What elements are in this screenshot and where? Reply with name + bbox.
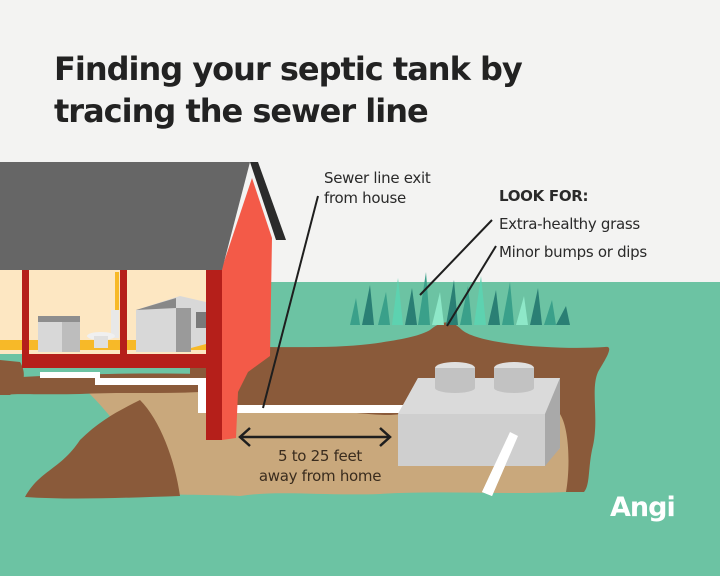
house-roof bbox=[0, 162, 250, 270]
soil-mound-left bbox=[25, 400, 180, 499]
house-frame bbox=[22, 268, 222, 440]
healthy-grass bbox=[350, 272, 570, 325]
distance-line-2: away from home bbox=[258, 467, 382, 485]
sewer-exit-line-2: from house bbox=[324, 189, 406, 207]
soil-left-edge bbox=[0, 360, 24, 395]
sewer-exit-line-1: Sewer line exit bbox=[324, 169, 431, 187]
distance-arrow bbox=[238, 427, 392, 447]
water-heater-appliance bbox=[136, 296, 206, 352]
house-wall bbox=[222, 178, 272, 440]
distance-label: 5 to 25 feet away from home bbox=[240, 446, 400, 486]
title-line-1: Finding your septic tank by bbox=[54, 50, 523, 88]
page-title: Finding your septic tank by tracing the … bbox=[54, 48, 614, 132]
angi-logo: Angi bbox=[610, 492, 676, 523]
washer-appliance bbox=[38, 316, 80, 352]
toilet-fixture bbox=[87, 272, 119, 348]
floor-yellow bbox=[0, 340, 222, 350]
title-line-2: tracing the sewer line bbox=[54, 92, 429, 130]
septic-tank bbox=[398, 362, 560, 496]
extra-healthy-grass-label: Extra-healthy grass bbox=[499, 215, 640, 233]
leader-lines bbox=[262, 195, 497, 409]
look-for-heading: LOOK FOR: bbox=[499, 187, 589, 205]
sewer-line-exit-label: Sewer line exit from house bbox=[324, 168, 431, 208]
roof-edge bbox=[250, 162, 286, 240]
minor-bumps-label: Minor bumps or dips bbox=[499, 243, 647, 261]
distance-line-1: 5 to 25 feet bbox=[277, 447, 362, 465]
